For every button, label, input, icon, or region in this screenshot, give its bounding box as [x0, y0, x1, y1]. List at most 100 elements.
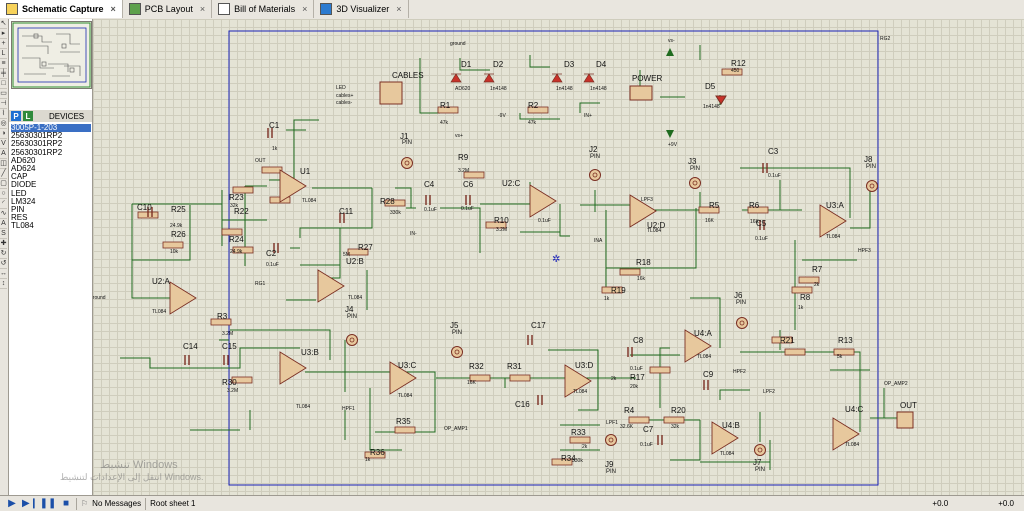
graph-icon[interactable]: ⌇ — [0, 110, 7, 119]
component-label: IN+ — [584, 113, 592, 119]
component-label: R2 — [528, 101, 539, 110]
resistor — [771, 336, 793, 344]
current-probe-icon[interactable]: A — [0, 150, 7, 159]
text-script-icon[interactable]: ≡ — [0, 60, 7, 69]
component-label: TL084 — [152, 309, 166, 315]
device-item[interactable]: LM324 — [11, 196, 36, 206]
component-label: R36 — [370, 448, 385, 457]
voltage-probe-icon[interactable]: V — [0, 140, 7, 149]
device-item[interactable]: 25630301RP2 — [11, 139, 63, 149]
generator-icon[interactable]: ◑ — [0, 130, 7, 139]
device-item[interactable]: DIODE — [11, 180, 37, 190]
line-icon[interactable]: ╱ — [0, 170, 7, 179]
rotate-cw-icon[interactable]: ↻ — [0, 250, 7, 259]
device-item[interactable]: LED — [11, 188, 27, 198]
device-item[interactable]: AD624 — [11, 164, 36, 174]
resistor — [384, 199, 406, 207]
component-label: PIN — [736, 300, 746, 306]
tab-pcb-layout[interactable]: PCB Layout × — [123, 0, 213, 18]
bus-icon[interactable]: ╪ — [0, 70, 7, 79]
resistor — [527, 106, 549, 114]
component-label: IN- — [410, 231, 417, 237]
step-icon[interactable]: ▶❙ — [21, 498, 39, 509]
stop-icon[interactable]: ■ — [62, 498, 70, 509]
op-amp-symbol — [819, 204, 847, 238]
component-mode-icon[interactable]: ▸ — [0, 30, 7, 39]
device-item[interactable]: PIN — [11, 205, 25, 215]
terminal-icon[interactable]: ▭ — [0, 90, 7, 99]
device-item[interactable]: TL084 — [11, 221, 34, 231]
component-label: OUT — [900, 401, 917, 410]
arc-icon[interactable]: ◜ — [0, 199, 7, 209]
flip-v-icon[interactable]: ↕ — [0, 280, 7, 289]
component-label: cables+ — [336, 93, 353, 99]
virtual-instrument-icon[interactable]: ◫ — [0, 160, 7, 169]
component-label: R5 — [709, 201, 720, 210]
wire-label-icon[interactable]: L — [0, 50, 7, 59]
pin-connector-hole — [757, 447, 763, 453]
circle-icon[interactable]: ○ — [0, 190, 7, 199]
close-icon[interactable]: × — [199, 4, 206, 14]
pick-devices-button[interactable]: P — [11, 111, 21, 121]
pin-icon[interactable]: ⊣ — [0, 100, 7, 109]
component-label: R7 — [812, 265, 823, 274]
component-label: 450 — [731, 68, 740, 74]
library-manager-button[interactable]: L — [23, 111, 33, 121]
text-icon[interactable]: A — [0, 220, 7, 229]
box-icon[interactable]: ▢ — [0, 180, 7, 189]
device-item[interactable]: 25630301RP2 — [11, 131, 63, 141]
tape-icon[interactable]: ◎ — [0, 120, 7, 129]
flip-h-icon[interactable]: ↔ — [0, 270, 7, 279]
resistor — [509, 374, 531, 382]
op-amp-symbol — [169, 281, 197, 315]
resistor — [649, 366, 671, 374]
status-bar: ▶ ▶❙ ❚❚ ■ ⚐ No Messages Root sheet 1 +0.… — [0, 495, 1024, 511]
component-label: R10 — [494, 216, 509, 225]
op-amp-symbol — [279, 169, 307, 203]
close-icon[interactable]: × — [302, 4, 308, 14]
tab-bill-of-materials[interactable]: Bill of Materials × — [212, 0, 315, 18]
marker-icon[interactable]: ✚ — [0, 240, 7, 249]
component-label: PIN — [452, 330, 462, 336]
path-icon[interactable]: ∿ — [0, 210, 7, 219]
device-item[interactable]: RES — [11, 213, 28, 223]
pin-connector — [605, 434, 617, 446]
component-label: D5 — [705, 82, 716, 91]
component-label: C1 — [269, 121, 280, 130]
component-label: U2:D — [647, 221, 665, 230]
selection-mode-icon[interactable]: ↖ — [0, 20, 7, 29]
device-item[interactable]: AD620 — [11, 155, 36, 165]
component-label: OP_AMP1 — [444, 426, 468, 432]
resistor — [162, 241, 184, 249]
component-label: AD620 — [455, 86, 471, 92]
devices-list[interactable]: 3005P-1-203 25630301RP2 25630301RP2 2563… — [11, 123, 91, 231]
tab-schematic-capture[interactable]: Schematic Capture × — [0, 0, 123, 18]
component-label: TL084 — [398, 393, 412, 399]
component-label: C11 — [339, 207, 354, 216]
component-label: RG1 — [255, 281, 266, 287]
symbol-icon[interactable]: S — [0, 230, 7, 239]
op-amp-symbol — [629, 194, 657, 228]
overview-window[interactable] — [11, 21, 92, 89]
play-icon[interactable]: ▶ — [8, 498, 16, 509]
component-label: R23 — [229, 193, 244, 202]
close-icon[interactable]: × — [110, 4, 116, 14]
overview-minimap — [12, 22, 91, 88]
op-amp-symbol — [564, 364, 592, 398]
rotate-ccw-icon[interactable]: ↺ — [0, 260, 7, 269]
component-label: J3 — [688, 157, 697, 166]
tab-3d-visualizer[interactable]: 3D Visualizer × — [314, 0, 409, 18]
junction-dot-icon[interactable]: + — [0, 40, 7, 49]
component-label: TL084 — [573, 389, 587, 395]
sheet-border — [228, 30, 879, 486]
close-icon[interactable]: × — [396, 4, 402, 14]
device-item[interactable]: 25630301RP2 — [11, 147, 63, 157]
status-messages[interactable]: No Messages — [92, 499, 142, 508]
device-item[interactable]: 3005P-1-203 — [11, 123, 91, 133]
power-connector — [629, 85, 653, 101]
pause-icon[interactable]: ❚❚ — [39, 498, 57, 509]
device-item[interactable]: CAP — [11, 172, 28, 182]
component-label: 24.9k — [170, 223, 183, 229]
subcircuit-icon[interactable]: □ — [0, 80, 7, 89]
